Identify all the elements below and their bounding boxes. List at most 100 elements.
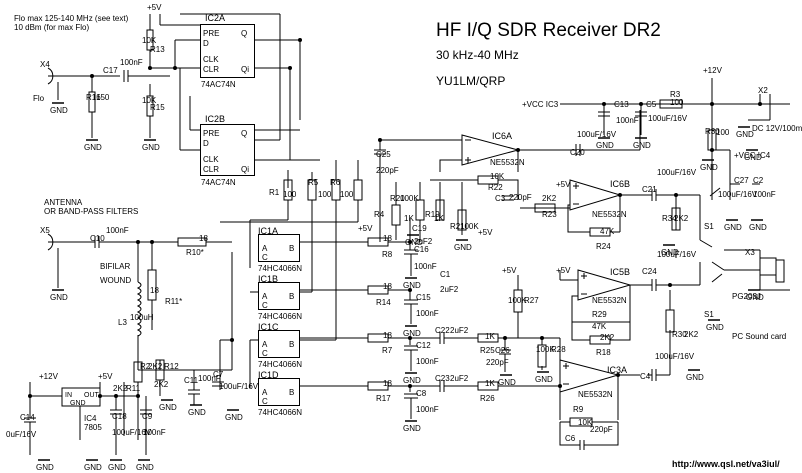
component-label: C1 (440, 270, 451, 279)
ic2a-pin-q: Q (241, 29, 248, 38)
author-callsign: YU1LM/QRP (436, 74, 506, 88)
ground-label: GND (633, 141, 651, 150)
ground-label: GND (84, 463, 102, 472)
component-label: C16 (414, 245, 429, 254)
bifilar-note-2: WOUND (100, 276, 132, 285)
component-label: 100uH (130, 313, 154, 322)
ic2b-flipflop: PRE D CLK CLR Q Qi (200, 124, 255, 176)
ic1b-name: IC1B (258, 274, 279, 284)
ic2a-pin-d: D (203, 39, 209, 48)
component-label: 2uF2 (440, 285, 459, 294)
component-label: 1K (485, 332, 495, 341)
component-label: 2K2 (148, 362, 163, 371)
component-label: R4 (374, 210, 385, 219)
component-label: R12 (164, 362, 179, 371)
ic1b-pin-c: C (262, 301, 268, 310)
ic1a-switch: A B C (258, 234, 300, 262)
ground-label: GND (403, 424, 421, 433)
dc-supply-label: DC 12V/100mA (752, 124, 802, 133)
component-label: R11 (126, 384, 141, 393)
ic2a-pin-clk: CLK (203, 55, 219, 64)
ground-label: GND (661, 248, 679, 257)
component-label: 100uF/16V (657, 168, 697, 177)
ic2b-name: IC2B (205, 114, 226, 124)
component-label: R29 (592, 310, 607, 319)
component-label: 220pF (509, 193, 532, 202)
component-label: C4 (640, 372, 651, 381)
component-label: 150 (96, 93, 110, 102)
ic1b-pin-a: A (262, 292, 268, 301)
connector-x2: X2 (758, 86, 768, 95)
component-label: R25 (480, 346, 495, 355)
component-label: 220pF (590, 425, 613, 434)
ground-label: GND (700, 163, 718, 172)
component-label: C2 (753, 176, 764, 185)
component-label: C3 (495, 194, 506, 203)
component-label: R30 (672, 330, 687, 339)
component-label: R15 (150, 103, 165, 112)
component-label: 100uF/16V (219, 382, 259, 391)
component-label: R10* (186, 248, 204, 257)
component-label: 100 (283, 190, 297, 199)
ground-label: GND (188, 408, 206, 417)
component-label: 100K (400, 194, 419, 203)
ground-label: GND (498, 378, 516, 387)
component-label: 47K (592, 322, 607, 331)
component-label: 100K (508, 296, 527, 305)
component-label: 1K (434, 214, 444, 223)
component-label: R16 (86, 93, 101, 102)
component-label: 18 (383, 331, 392, 340)
component-label: R21 (450, 222, 465, 231)
ic1a-pin-b: B (289, 244, 295, 253)
component-label: R18 (596, 348, 611, 357)
flo-note-2: 10 dBm (for max Flo) (14, 23, 90, 32)
ic1d-name: IC1D (258, 370, 279, 380)
ic6b-part: NE5532N (592, 210, 627, 219)
ground-label: GND (225, 413, 243, 422)
component-label: C18 (112, 412, 127, 421)
component-label: C10 (90, 234, 105, 243)
ic5b-part: NE5532N (592, 296, 627, 305)
ic1a-pin-c: C (262, 253, 268, 262)
connector-x5: X5 (40, 226, 50, 235)
component-label: 100nF (143, 428, 166, 437)
ground-label: GND (724, 223, 742, 232)
component-label: +5V (502, 266, 517, 275)
ic2a-name: IC2A (205, 13, 226, 23)
component-label: +5V (478, 228, 493, 237)
flo-note-1: Flo max 125-140 MHz (see text) (14, 14, 129, 23)
component-label: 100nF (416, 309, 439, 318)
component-label: C9 (142, 412, 153, 421)
ic2a-pin-clr: CLR (203, 65, 220, 74)
ground-label: GND (50, 106, 68, 115)
ground-label: GND (403, 376, 421, 385)
ic1c-pin-a: A (262, 340, 268, 349)
ic2b-pin-d: D (203, 139, 209, 148)
ic1a-part: 74HC4066N (258, 264, 303, 273)
component-label: R8 (382, 250, 393, 259)
ic4-part: 7805 (84, 423, 102, 432)
component-label: R34 (662, 214, 677, 223)
antenna-note-2: OR BAND-PASS FILTERS (44, 207, 139, 216)
component-label: R11* (165, 297, 183, 306)
component-label: 100uF/16V (655, 352, 695, 361)
component-label: 1K (404, 214, 414, 223)
ic1b-part: 74HC4066N (258, 312, 303, 321)
component-label: C14 (20, 413, 35, 422)
component-label: R27 (524, 296, 539, 305)
component-label: R26 (480, 394, 495, 403)
frequency-range: 30 kHz-40 MHz (436, 48, 519, 62)
schematic-title: HF I/Q SDR Receiver DR2 (436, 20, 661, 41)
component-label: 100nF (416, 357, 439, 366)
component-label: R9 (573, 405, 584, 414)
connector-flo: Flo (33, 94, 45, 103)
source-url: http://www.qsl.net/va3iul/ (672, 459, 780, 469)
component-label: R14 (376, 298, 391, 307)
component-label: 10K (142, 96, 157, 105)
component-label: 2K2 (684, 330, 699, 339)
component-label: 100uF/16V (657, 250, 697, 259)
ic2a-flipflop: PRE D CLK CLR Q Qi (200, 24, 255, 78)
component-label: R20 (390, 194, 405, 203)
component-label: 100K (536, 345, 555, 354)
ground-label: GND (706, 323, 724, 332)
